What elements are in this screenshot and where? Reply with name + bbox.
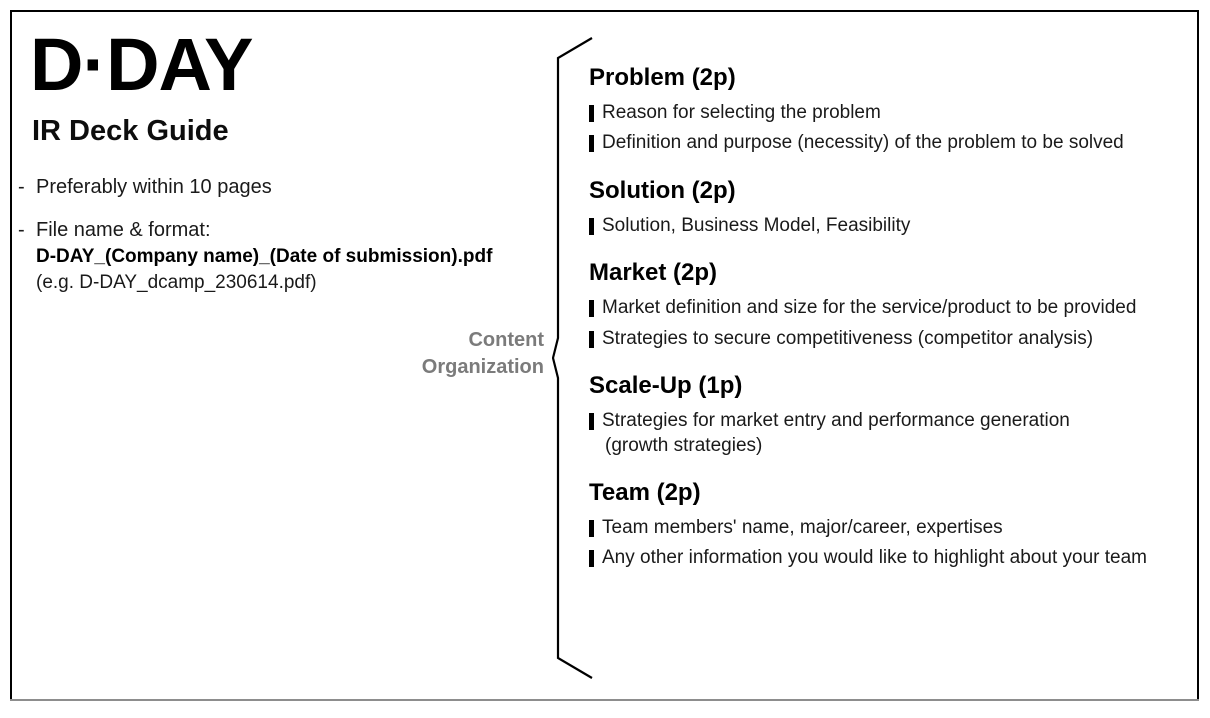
bullet-text-line: Reason for selecting the problem [602,101,881,123]
bullet-bar-icon [589,330,594,348]
bullet-text-line: Strategies for market entry and performa… [602,409,1070,431]
guideline-item: -File name & format: D-DAY_(Company name)… [18,217,538,295]
content-section: Scale-Up (1p) Strategies for market entry… [589,372,1189,458]
dday-logo: D·DAY [30,23,254,106]
guideline-text-line: D-DAY_(Company name)_(Date of submission… [36,245,493,267]
page-title: IR Deck Guide [32,115,229,147]
content-organization-label: Content Organization [392,327,544,381]
page-border-top [10,10,1199,12]
bullet-bar-icon [589,135,594,153]
bullet-bar-icon [589,519,594,537]
section-title: Problem (2p) [589,64,736,91]
guideline-item: -Preferably within 10 pages [18,174,538,201]
guideline-text-line: (e.g. D-DAY_dcamp_230614.pdf) [36,271,317,293]
content-section: Problem (2p) Reason for selecting the pro… [589,64,1189,156]
content-section: Team (2p) Team members' name, major/caree… [589,479,1189,571]
bullet-item: Team members' name, major/career, expert… [589,516,1189,541]
bullet-text-line: Strategies to secure competitiveness (co… [602,327,1094,349]
bullet-item: Reason for selecting the problem [589,101,1189,126]
bullet-text-line: (growth strategies) [605,434,763,456]
content-section: Solution (2p) Solution, Business Model, F… [589,177,1189,238]
bullet-item: Strategies for market entry and performa… [589,409,1189,458]
page-border-right [1197,10,1199,701]
curly-bracket-icon [552,37,593,679]
section-title: Solution (2p) [589,176,736,204]
bullet-item: Strategies to secure competitiveness (co… [589,327,1189,352]
content-sections: Problem (2p) Reason for selecting the pro… [589,64,1189,571]
bullet-item: Market definition and size for the servi… [589,296,1189,321]
content-organization-line-1: Content [468,329,544,351]
bullet-bar-icon [589,104,594,122]
page-border-bottom [10,699,1199,701]
bullet-text-line: Any other information you would like to … [602,547,1147,569]
left-column: D·DAY IR Deck Guide -Preferably within 1… [18,28,538,311]
section-bullet-list: Team members' name, major/career, expert… [589,516,1189,571]
guideline-text-line: File name & format: [36,218,211,241]
guideline-text-line: Preferably within 10 pages [36,175,272,198]
section-title: Scale-Up (1p) [589,372,743,400]
section-title: Team (2p) [589,479,701,507]
guideline-list: -Preferably within 10 pages-File name & … [18,174,538,295]
bullet-text-line: Team members' name, major/career, expert… [602,516,1003,538]
section-bullet-list: Strategies for market entry and performa… [589,409,1189,458]
section-bullet-list: Solution, Business Model, Feasibility [589,214,1189,239]
bullet-bar-icon [589,217,594,235]
bullet-text-line: Market definition and size for the servi… [602,296,1137,318]
dash-marker: - [18,175,25,198]
bullet-item: Any other information you would like to … [589,546,1189,571]
bullet-bar-icon [589,412,594,430]
bullet-bar-icon [589,550,594,568]
content-section: Market (2p) Market definition and size fo… [589,259,1189,351]
page-border-left [10,10,12,701]
bullet-text-line: Definition and purpose (necessity) of th… [602,132,1124,154]
section-bullet-list: Market definition and size for the servi… [589,296,1189,351]
bullet-text-line: Solution, Business Model, Feasibility [602,214,911,236]
bullet-item: Definition and purpose (necessity) of th… [589,131,1189,156]
bullet-item: Solution, Business Model, Feasibility [589,214,1189,239]
dash-marker: - [18,218,25,241]
section-title: Market (2p) [589,259,718,287]
bullet-bar-icon [589,299,594,317]
content-organization-line-2: Organization [421,356,544,378]
